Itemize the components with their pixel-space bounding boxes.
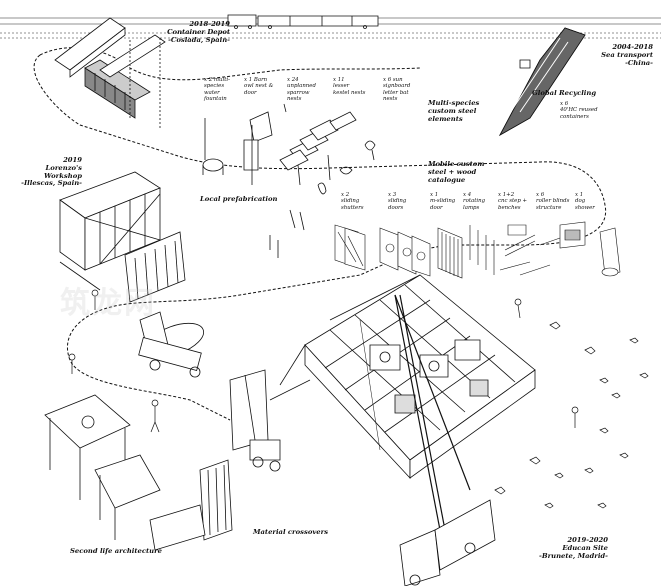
label-educan-site: 2019-2020 Educan Site -Brunete, Madrid- — [530, 537, 608, 560]
label-mobile-catalogue: Mobile custom steel + wood catalogue — [428, 161, 484, 184]
catalogue-item-1: x 2 sliding shutters — [341, 192, 364, 211]
catalogue-item-4: x 4 rotating lamps — [463, 192, 485, 211]
watermark: 筑龙网 — [60, 278, 156, 322]
main-building-icon — [280, 275, 535, 478]
container-depot-icon — [55, 18, 165, 130]
steel-element-1: x 2 multi- species water fountain — [204, 77, 230, 103]
steel-element-3: x 24 unplanned sparrow nests — [287, 77, 316, 103]
steel-element-4: x 11 lesser kestel nests — [333, 77, 365, 96]
catalogue-item-7: x 1 dog shower — [575, 192, 595, 211]
label-second-life: Second life architecture — [70, 548, 162, 556]
freight-train-icon — [228, 15, 378, 29]
catalogue-item-2: x 3 sliding doors — [388, 192, 406, 211]
loader-icon — [230, 370, 310, 471]
steel-element-2: x 1 Barn owl nest & door — [244, 77, 273, 96]
label-global-recycling: Global Recycling — [532, 90, 596, 98]
label-sea-transport: 2004-2018 Sea transport -China- — [575, 44, 653, 67]
label-global-recycling-detail: x 6 40'HC reused containers — [560, 101, 598, 120]
catalogue-item-6: x 6 roller blinds structure — [536, 192, 569, 211]
lorry-icon — [400, 500, 495, 586]
second-life-icons — [45, 395, 232, 550]
catalogue-item-3: x 1 m-sliding door — [430, 192, 455, 211]
label-material-crossovers: Material crossovers — [253, 529, 328, 537]
label-workshop: 2019 Lorenzo's Workshop -Illescas, Spain… — [4, 157, 82, 188]
catalogue-icons — [335, 222, 620, 278]
steel-element-5: x 6 sun signboard letter bat nests — [383, 77, 410, 103]
label-multi-species: Multi-species custom steel elements — [428, 100, 479, 123]
label-container-depot: 2018-2019 Container Depot -Coslada, Spai… — [150, 21, 230, 44]
catalogue-item-5: x 1+2 cnc step + benches — [498, 192, 527, 211]
label-local-prefab: Local prefabrication — [200, 196, 277, 204]
